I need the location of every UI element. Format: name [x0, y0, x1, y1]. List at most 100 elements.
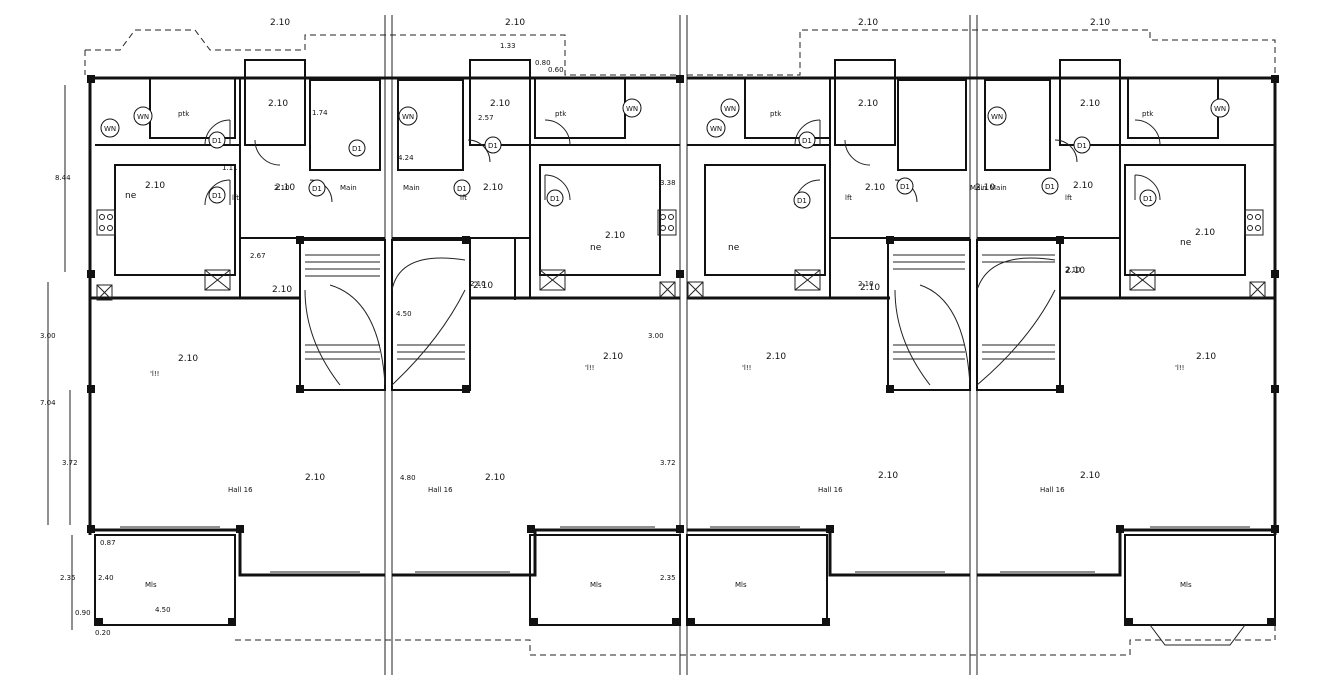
- lobby-level: 2.10: [275, 183, 295, 193]
- wc-symbol: [720, 98, 740, 118]
- store-label: ptk: [770, 110, 782, 118]
- lift-label: lft: [460, 194, 467, 202]
- kitchen-label: ne: [728, 243, 740, 253]
- hall-level: 2.10: [1196, 352, 1216, 362]
- columns: [87, 75, 1279, 626]
- unit-3: WN WN D1 D1 D1 ne 2.10 2.10 ptk 2.10 2.1…: [706, 98, 995, 589]
- living-label: Hall 16: [228, 486, 253, 494]
- dim-label: 2.67: [250, 252, 266, 260]
- dim-label: 1.74: [312, 109, 328, 117]
- wc-label: WN: [724, 105, 736, 113]
- wc-label: WN: [991, 113, 1003, 121]
- lobby-level: 2.10: [1073, 181, 1093, 191]
- door-label: D1: [1045, 183, 1055, 191]
- door-tag: [348, 139, 366, 157]
- lift-label: lft: [845, 194, 852, 202]
- stoves: [96, 209, 1264, 236]
- wc-label: WN: [710, 125, 722, 133]
- door-tag: [1073, 136, 1091, 154]
- dim-label: 4.50: [396, 310, 412, 318]
- dim-label: 8.44: [55, 174, 71, 182]
- wc-symbol: [1210, 98, 1230, 118]
- store-label: ptk: [178, 110, 190, 118]
- door-tag: [453, 179, 471, 197]
- hall-level: 2.10: [603, 352, 623, 362]
- lift-label: lft: [1065, 194, 1072, 202]
- windows: [120, 526, 1250, 573]
- balcony-label: Mls: [735, 581, 747, 589]
- hall-level: 2.10: [766, 352, 786, 362]
- door-label: D1: [457, 185, 467, 193]
- wc-symbol: [987, 106, 1007, 126]
- door-label: D1: [802, 137, 812, 145]
- dim-label: 3.72: [62, 459, 78, 467]
- door-tag: [896, 177, 914, 195]
- door-label: D1: [488, 142, 498, 150]
- stair-level: 2.10: [270, 18, 290, 28]
- dim-label: 2.57: [478, 114, 494, 122]
- dim-label: 2.35: [660, 574, 676, 582]
- lobby-label: Main: [970, 184, 987, 192]
- dim-label: 1.33: [500, 42, 516, 50]
- hall-label: 'l!!: [585, 364, 594, 372]
- door-label: D1: [1143, 195, 1153, 203]
- balcony-label: Mls: [1180, 581, 1192, 589]
- door-label: D1: [212, 192, 222, 200]
- lobby-level-2: 2.10: [272, 285, 292, 295]
- lift-label: lft: [232, 194, 239, 202]
- hall-level: 2.10: [178, 354, 198, 364]
- wc-symbol: [622, 98, 642, 118]
- living-label: Hall 16: [428, 486, 453, 494]
- wc-label: WN: [104, 125, 116, 133]
- kitchen-level: 2.10: [1195, 228, 1215, 238]
- dim-label: 7.04: [40, 399, 56, 407]
- dim-label: 0.20: [95, 629, 111, 637]
- dimensions: 8.44 3.00 7.04 3.72 2.35 2.40 4.50 0.90 …: [40, 42, 1081, 637]
- wc-symbol: [133, 106, 153, 126]
- lobby-label: Main: [340, 184, 357, 192]
- hall-label: 'l!!: [1175, 364, 1184, 372]
- kitchen-level: 2.10: [145, 181, 165, 191]
- wc-symbol: [706, 118, 726, 138]
- door-tag: [1139, 189, 1157, 207]
- kitchen-level: 2.10: [605, 231, 625, 241]
- dim-label: 2.10: [470, 280, 486, 288]
- door-tag: [208, 131, 226, 149]
- wc-label: WN: [626, 105, 638, 113]
- door-label: D1: [797, 197, 807, 205]
- dim-label: 4.80: [400, 474, 416, 482]
- unit-4: WN WN D1 D1 D1 ne 2.10 2.10 ptk 2.10 2.1…: [987, 98, 1230, 589]
- wc-symbol: [100, 118, 120, 138]
- unit-1: WN WN D1 D1 D1 D1 ne 2.10 2.10 ptk 2.10 …: [100, 99, 366, 589]
- dim-label: 2.10: [274, 184, 290, 192]
- dim-label: 0.87: [100, 539, 116, 547]
- kitchen-label: ne: [1180, 238, 1192, 248]
- lobby-level: 2.10: [483, 183, 503, 193]
- stair-level: 2.10: [505, 18, 525, 28]
- kitchen-level: 2.10: [865, 183, 885, 193]
- misc-labels: Main Main Main Main lft lft lft lft 2.10…: [232, 18, 1110, 202]
- dim-label: 2.40: [98, 574, 114, 582]
- kitchen-label: ne: [125, 191, 137, 201]
- door-tag: [484, 136, 502, 154]
- lobby-label: Main: [403, 184, 420, 192]
- hall-label: 'l!!: [150, 370, 159, 378]
- living-level: 2.10: [878, 471, 898, 481]
- door-tag: [1041, 177, 1059, 195]
- lobby-label: Main: [990, 184, 1007, 192]
- door-label: D1: [212, 137, 222, 145]
- door-tag: [208, 186, 226, 204]
- wc-label: WN: [402, 113, 414, 121]
- dim-label: 0.80: [535, 59, 551, 67]
- stair-level: 2.10: [858, 18, 878, 28]
- stairs: [304, 254, 1056, 386]
- store-label: ptk: [1142, 110, 1154, 118]
- dim-label: 4.24: [398, 154, 414, 162]
- lobby-level-2: 2.10: [473, 281, 493, 291]
- balcony-label: Mls: [145, 581, 157, 589]
- stair-level: 2.10: [1090, 18, 1110, 28]
- bath-level: 2.10: [490, 99, 510, 109]
- living-level: 2.10: [1080, 471, 1100, 481]
